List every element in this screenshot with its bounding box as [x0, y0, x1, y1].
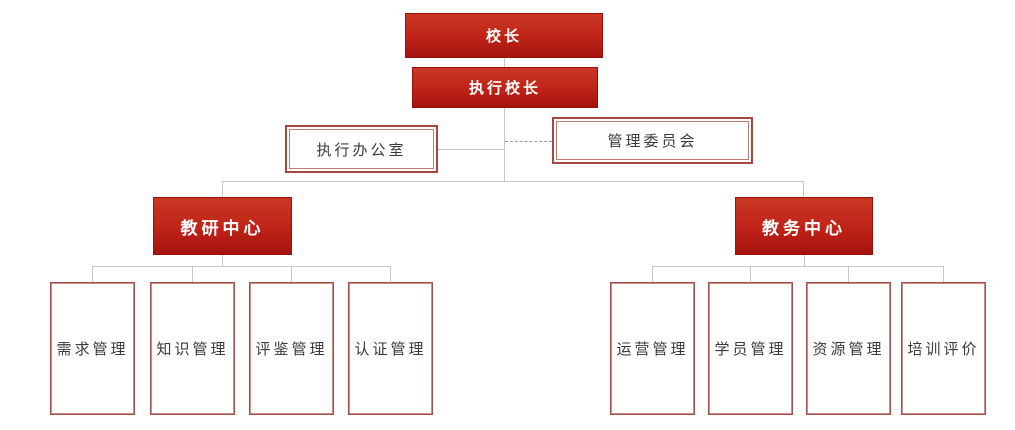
node-operations-management: 运营管理: [610, 282, 695, 415]
node-training-evaluation-label: 培训评价: [907, 341, 980, 358]
connector-root-to-executive: [504, 58, 505, 67]
node-certification-management-label: 认证管理: [354, 341, 427, 358]
connector-right-branch-stem: [804, 255, 805, 266]
node-management-committee: 管理委员会: [552, 117, 753, 164]
connector-drop-teaching-research: [222, 181, 223, 197]
node-teaching-research-center: 教研中心: [153, 197, 292, 255]
node-knowledge-management: 知识管理: [150, 282, 235, 415]
node-evaluation-management: 评鉴管理: [249, 282, 334, 415]
connector-drop-academic-affairs: [803, 181, 804, 197]
node-certification-management: 认证管理: [348, 282, 433, 415]
node-operations-management-label: 运营管理: [616, 341, 689, 358]
node-resource-management-label: 资源管理: [812, 341, 885, 358]
node-training-evaluation: 培训评价: [901, 282, 986, 415]
connector-distribution-bar: [222, 181, 804, 182]
node-resource-management: 资源管理: [806, 282, 891, 415]
node-teaching-research-center-label: 教研中心: [180, 218, 265, 238]
node-management-committee-label: 管理委员会: [607, 133, 698, 150]
node-executive-principal-label: 执行校长: [468, 80, 541, 97]
connector-left-drop-1: [92, 266, 93, 282]
node-demand-management-label: 需求管理: [56, 341, 129, 358]
connector-left-branch-bar: [92, 266, 391, 267]
node-academic-affairs-center: 教务中心: [735, 197, 873, 255]
node-demand-management: 需求管理: [50, 282, 135, 415]
connector-left-drop-2: [192, 266, 193, 282]
node-evaluation-management-label: 评鉴管理: [255, 341, 328, 358]
connector-right-drop-1: [652, 266, 653, 282]
connector-management-committee-dashed: [505, 141, 552, 142]
node-principal: 校长: [405, 13, 603, 58]
node-executive-office: 执行办公室: [285, 125, 438, 173]
node-principal-label: 校长: [485, 28, 522, 45]
node-student-management-label: 学员管理: [714, 341, 787, 358]
node-academic-affairs-center-label: 教务中心: [762, 218, 846, 238]
node-executive-principal: 执行校长: [412, 67, 598, 108]
connector-executive-office: [438, 149, 504, 150]
node-student-management: 学员管理: [708, 282, 793, 415]
connector-right-drop-4: [943, 266, 944, 282]
connector-right-branch-bar: [652, 266, 943, 267]
connector-left-branch-stem: [222, 255, 223, 266]
connector-executive-down: [504, 108, 505, 181]
node-knowledge-management-label: 知识管理: [156, 341, 229, 358]
node-executive-office-label: 执行办公室: [316, 141, 407, 159]
connector-right-drop-2: [750, 266, 751, 282]
connector-right-drop-3: [848, 266, 849, 282]
connector-left-drop-4: [390, 266, 391, 282]
connector-left-drop-3: [291, 266, 292, 282]
